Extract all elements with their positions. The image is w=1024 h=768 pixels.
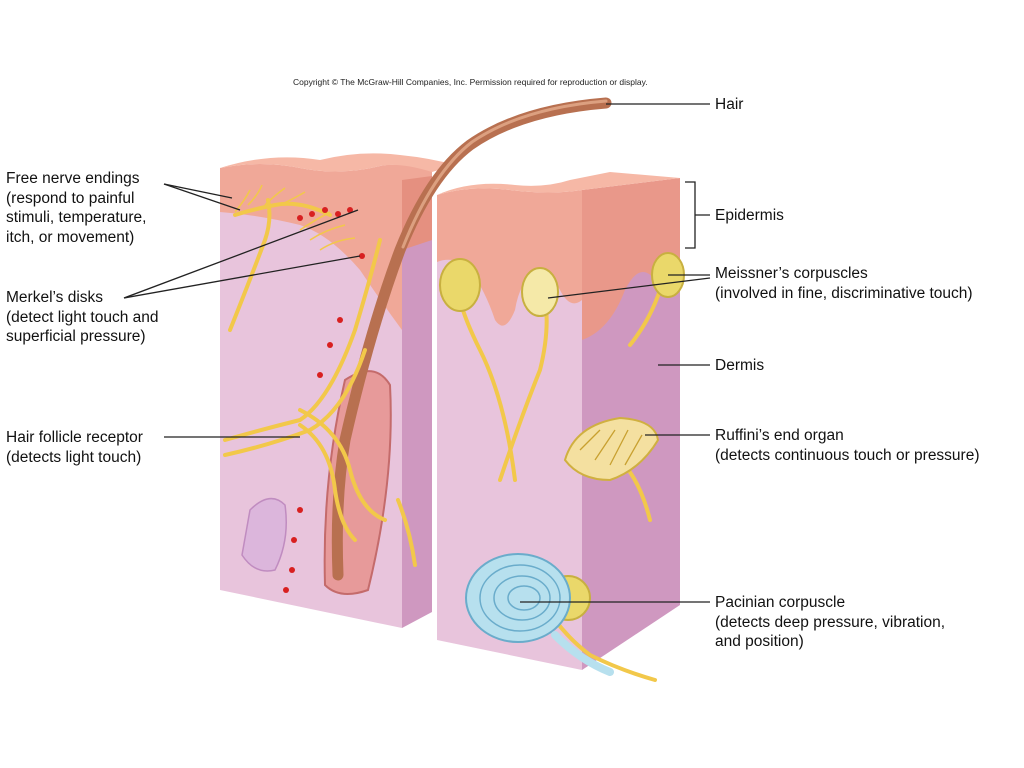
meissner-corpuscle [521,267,559,317]
label-free-nerve-endings: Free nerve endings (respond to painful s… [6,170,147,246]
ruffini-end-organ [563,416,660,482]
merkel-disks [283,207,365,593]
label-ruffini: Ruffini’s end organ (detects continuous … [715,427,980,464]
nerve-fiber [223,238,382,442]
hair-shaft-highlight [401,99,608,249]
leader-line-merkel [123,209,359,299]
left-block-epidermis-top [220,153,455,172]
nerve-fiber [458,298,517,482]
nerve-fiber [223,348,367,457]
leader-line-free-nerve [163,183,233,199]
nerve-fiber [228,198,272,332]
label-pacinian: Pacinian corpuscle (detects deep pressur… [715,594,946,650]
left-block-dermis-side [402,190,432,628]
free-nerve-endings [234,184,356,251]
nerve-fiber [553,618,657,682]
nerve-fiber [396,498,417,567]
right-block-epidermis-top [437,172,680,195]
hair-shaft [331,97,612,581]
pacinian-corpuscle [465,553,614,676]
copyright-notice: Copyright © The McGraw-Hill Companies, I… [293,77,648,87]
nerve-fiber [628,288,662,347]
nerve-fiber [233,201,332,217]
label-hair-follicle-receptor: Hair follicle receptor (detects light to… [6,429,143,466]
label-merkel-disks: Merkel’s disks (detect light touch and s… [6,289,159,345]
label-dermis: Dermis [715,357,765,374]
label-epidermis: Epidermis [715,207,784,224]
leader-line-free-nerve [163,183,241,211]
hair-and-follicle [241,97,612,595]
right-block-epidermis-front [437,188,582,326]
right-block-epidermis-side [582,178,680,340]
leader-lines [123,103,711,603]
meissner-corpuscle [439,258,481,312]
nerve-fiber [298,408,387,522]
label-meissner: Meissner’s corpuscles (involved in fine,… [715,265,973,302]
leader-line-meissner [547,277,711,299]
nerve-fiber [298,423,357,542]
leader-line-merkel [123,255,361,299]
label-hair: Hair [715,96,744,113]
epidermis-bracket [685,181,710,249]
hair-bulb [241,497,287,572]
nerve-fibers [223,198,662,682]
